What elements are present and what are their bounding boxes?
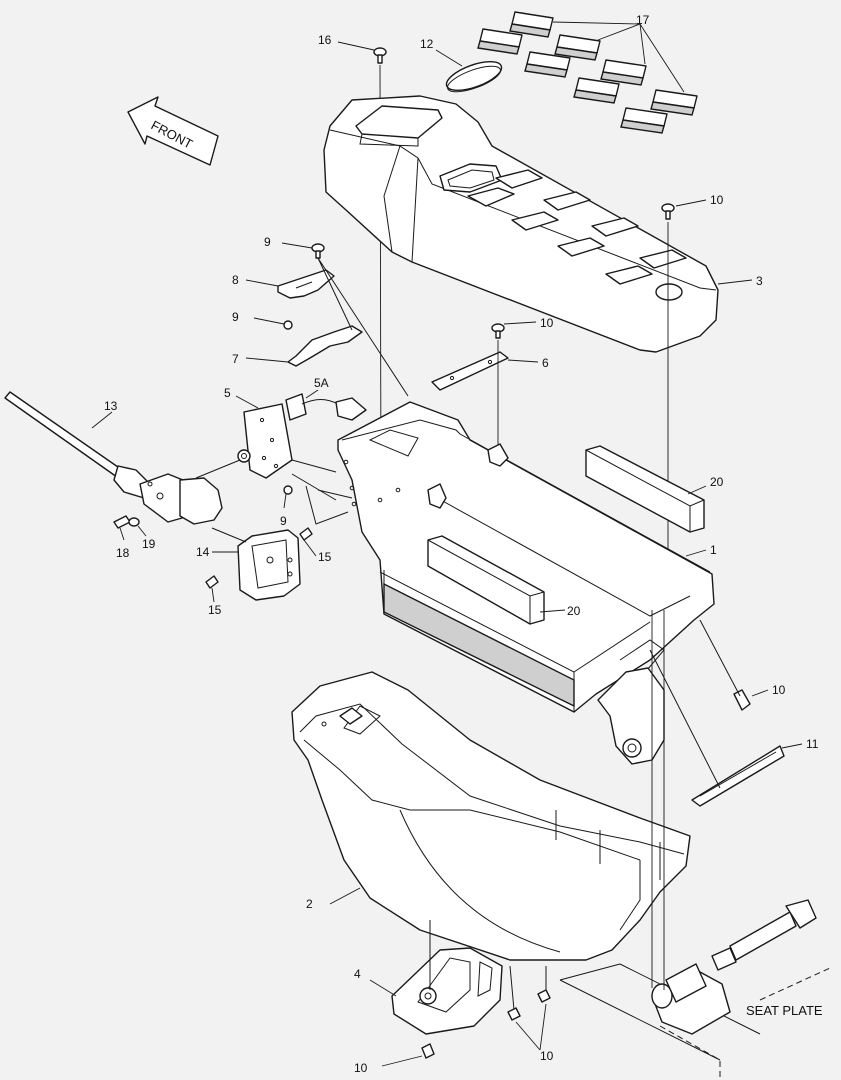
callout-15-left: 15: [208, 603, 222, 617]
callout-3: 3: [756, 274, 763, 288]
callout-8: 8: [232, 273, 239, 287]
callout-10-top: 10: [710, 193, 724, 207]
part-12-plug: [435, 49, 503, 93]
part-1-console-body: [337, 401, 715, 765]
callout-9-mid: 9: [232, 310, 239, 324]
part-20-foam-strips: [427, 445, 707, 625]
callout-10-bottom-left: 10: [354, 1061, 368, 1075]
callout-9-top: 9: [264, 235, 271, 249]
callout-7: 7: [232, 352, 239, 366]
seat-plate-label: SEAT PLATE: [746, 1003, 823, 1018]
callout-20-low: 20: [567, 604, 581, 618]
callout-5a: 5A: [314, 376, 329, 390]
part-17-switch-caps: [477, 11, 698, 134]
part-4-bracket: [369, 920, 551, 1067]
part-10-screw-top: [661, 199, 707, 600]
callout-4: 4: [354, 967, 361, 981]
callout-17: 17: [636, 13, 650, 27]
callout-5: 5: [224, 386, 231, 400]
callout-labels: 16 12 17 10 3 9 8 9 7 10 6 5A 5 13 9 20 …: [104, 13, 823, 1075]
callout-10-right: 10: [772, 683, 786, 697]
callout-6: 6: [542, 356, 549, 370]
part-10-11-hardware: [649, 619, 803, 807]
front-direction-arrow: FRONT: [127, 96, 219, 166]
part-6-plate: [431, 321, 539, 460]
callout-12: 12: [420, 37, 434, 51]
part-13-lever: [4, 391, 241, 541]
part-3-console-cover: [323, 95, 753, 353]
callout-10-mid: 10: [540, 316, 554, 330]
parts-7-8-9-brackets: [245, 242, 409, 397]
seat-plate-assembly: [559, 610, 831, 1080]
callout-20-top: 20: [710, 475, 724, 489]
callout-19: 19: [142, 537, 156, 551]
callout-11: 11: [806, 737, 819, 751]
callout-10-bottom-mid: 10: [540, 1049, 554, 1063]
callout-18: 18: [116, 546, 130, 560]
callout-13: 13: [104, 399, 118, 413]
part-5-switch-plate: [235, 389, 367, 525]
part-2-lower-housing: [291, 671, 691, 961]
callout-2: 2: [306, 897, 313, 911]
callout-9-low: 9: [280, 514, 287, 528]
part-14-switch-panel: [205, 527, 317, 603]
callout-14: 14: [196, 545, 210, 559]
callout-15-right: 15: [318, 550, 332, 564]
callout-16: 16: [318, 33, 332, 47]
callout-1: 1: [710, 543, 717, 557]
